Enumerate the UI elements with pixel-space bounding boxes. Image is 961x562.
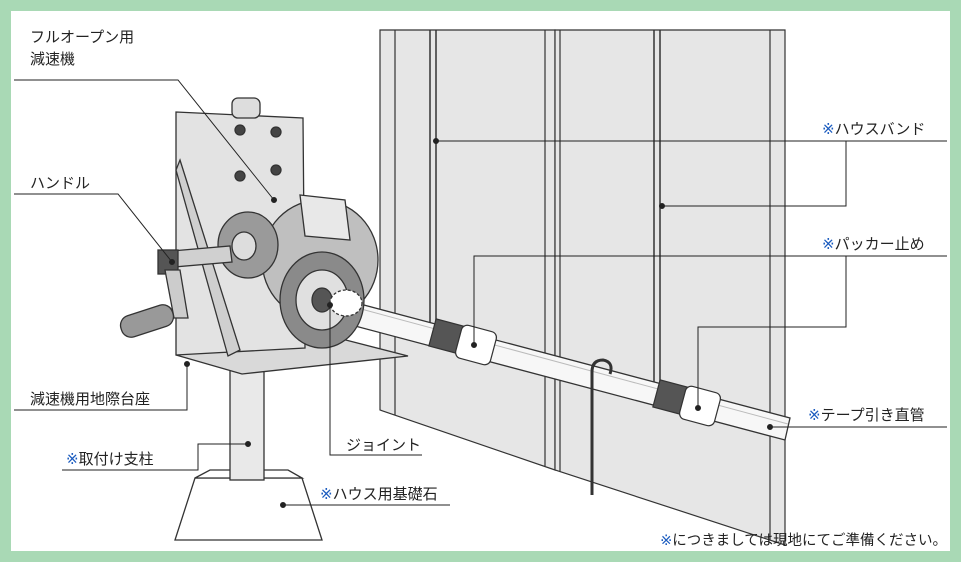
footnote-text: につきましては現地にてご準備ください。 [672,533,947,549]
gear-title-line1: フルオープン用 [30,28,135,46]
support-pillar [229,367,265,481]
base-plate-label: 減速機用地際台座 [30,390,151,408]
packer-label: ※パッカー止め [822,235,925,253]
packer-note-mark: ※ [822,235,835,253]
pipe-label: ※テープ引き直管 [808,406,925,424]
footnote-mark: ※ [660,533,673,549]
footnote: ※につきましては現地にてご準備ください。 [660,529,947,550]
handle-label: ハンドル [30,174,91,192]
pillar-text: 取付け支柱 [78,450,154,468]
greenhouse-film-panels [379,29,786,546]
house-band-label: ※ハウスバンド [822,120,925,138]
leader-lines [14,79,947,508]
pipe-text: テープ引き直管 [820,406,925,424]
house-band-text: ハウスバンド [834,120,926,138]
pillar-note-mark: ※ [66,450,79,468]
foundation-note-mark: ※ [320,485,333,503]
crank-handle [119,245,233,338]
pipe-note-mark: ※ [808,406,821,424]
foundation-label: ※ハウス用基礎石 [320,485,438,503]
house-band-note-mark: ※ [822,120,835,138]
joint-label: ジョイント [346,436,422,454]
pillar-label: ※取付け支柱 [66,450,154,468]
joint [329,289,363,317]
packer-text: パッカー止め [834,235,925,253]
gear-title-line2: 減速機 [30,50,76,68]
house-bands [429,30,661,400]
foundation-text: ハウス用基礎石 [332,485,438,503]
foundation-stone [174,469,323,541]
hook [590,358,613,495]
